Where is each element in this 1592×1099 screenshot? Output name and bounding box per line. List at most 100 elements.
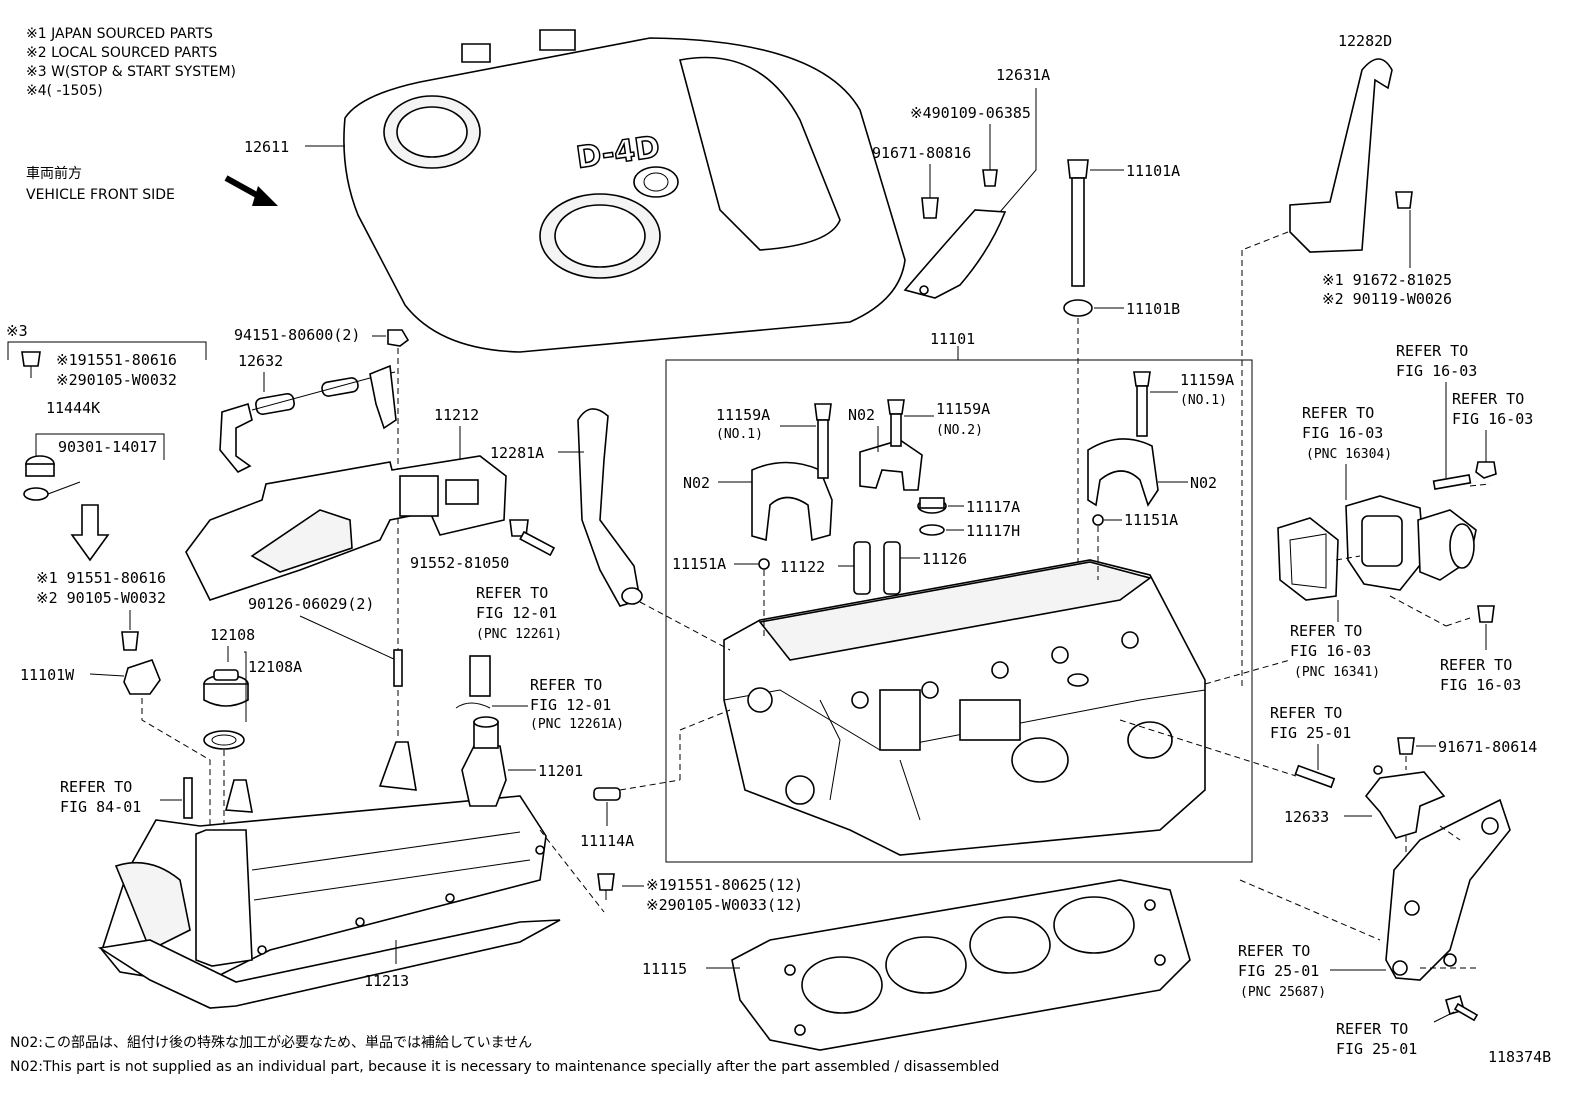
bolt-icon	[121, 631, 139, 651]
bolt-icon	[21, 351, 41, 367]
label-11117H: 11117H	[966, 522, 1020, 540]
refer-12261-line3: (PNC 12261)	[476, 627, 562, 642]
pin-11114A	[593, 787, 621, 801]
label-12108: 12108	[210, 626, 255, 644]
bolt-icon	[921, 197, 939, 219]
refer-1603d-line2: FIG 16-03	[1440, 676, 1521, 694]
gasket-16341	[1277, 517, 1339, 601]
label-s3: ※3	[6, 322, 28, 340]
label-11159A-no2-note: (NO.2)	[936, 423, 983, 438]
plug-11444K	[25, 455, 55, 477]
refer-25687-line3: (PNC 25687)	[1240, 985, 1326, 1000]
label-91551-80616: ※1 91551-80616	[36, 569, 166, 587]
label-12633: 12633	[1284, 808, 1329, 826]
pin-11151A-right	[1092, 514, 1104, 526]
label-94151-80600: 94151-80600(2)	[234, 326, 360, 344]
label-91672: ※1 91672-81025	[1322, 271, 1452, 289]
head-cover-gasket-11213	[97, 919, 561, 1009]
label-91671-80614: 91671-80614	[1438, 738, 1537, 756]
water-outlet-housing	[1345, 495, 1477, 591]
bolt-icon	[982, 169, 998, 187]
refer-2501a-line1: REFER TO	[1270, 704, 1342, 722]
seal-11117A	[917, 497, 947, 514]
bolt-icon	[1397, 737, 1415, 755]
head-gasket-11115	[731, 879, 1191, 1051]
refer-1603b-line2: FIG 16-03	[1452, 410, 1533, 428]
stud-90126	[393, 649, 403, 687]
sensor-11101W	[123, 659, 161, 695]
label-N02-3: N02	[1190, 474, 1217, 492]
down-arrow-icon	[70, 504, 110, 562]
baffle-plate-11212	[185, 455, 507, 601]
label-91671-80816: 91671-80816	[872, 144, 971, 162]
cylinder-head-assembly-box	[665, 359, 1253, 863]
refer-8401-line2: FIG 84-01	[60, 798, 141, 816]
nut-icon	[1475, 461, 1497, 479]
label-4-90109: ※490109-06385	[910, 104, 1031, 122]
label-11159A-no1: 11159A	[716, 406, 770, 424]
refer-16304-line2: FIG 16-03	[1302, 424, 1383, 442]
label-N02-2: N02	[848, 406, 875, 424]
bearing-cap-left	[751, 461, 833, 542]
bolt-icon	[597, 873, 615, 891]
label-11159A-no1-right: 11159A	[1180, 371, 1234, 389]
label-191551-80625: ※191551-80625(12)	[646, 876, 803, 894]
head-bolt-11101A	[1067, 159, 1089, 287]
label-90105-W0032: ※2 90105-W0032	[36, 589, 166, 607]
legend-line-1: ※1 JAPAN SOURCED PARTS	[26, 26, 213, 42]
label-11122: 11122	[780, 558, 825, 576]
seal-11117H	[919, 524, 945, 536]
refer-12261A-line3: (PNC 12261A)	[530, 717, 624, 732]
label-11151A-right: 11151A	[1124, 511, 1178, 529]
engine-cover-12611: D-4D	[343, 29, 906, 353]
pcv-hose	[469, 655, 491, 697]
label-12281A: 12281A	[490, 444, 544, 462]
toyota-logo-icon	[633, 166, 679, 198]
refer-8401-line1: REFER TO	[60, 778, 132, 796]
label-11159A-no1-right-note: (NO.1)	[1180, 393, 1227, 408]
refer-25687-line1: REFER TO	[1238, 942, 1310, 960]
refer-12261A-line2: FIG 12-01	[530, 696, 611, 714]
legend-line-2: ※2 LOCAL SOURCED PARTS	[26, 45, 217, 61]
pin-11151A-left	[758, 558, 770, 570]
label-11101: 11101	[930, 330, 975, 348]
label-11115: 11115	[642, 960, 687, 978]
footnote-jp: N02:この部品は、組付け後の特殊な加工が必要なため、単品では補給していません	[10, 1035, 532, 1051]
valve-guide-11126	[883, 541, 901, 595]
bearing-cap-right	[1087, 438, 1159, 507]
engine-hanger-12282D	[1289, 58, 1393, 253]
refer-16304-line3: (PNC 16304)	[1306, 447, 1392, 462]
refer-1603d-line1: REFER TO	[1440, 656, 1512, 674]
refer-16341-line3: (PNC 16341)	[1294, 665, 1380, 680]
refer-25687-line2: FIG 25-01	[1238, 962, 1319, 980]
label-11101A: 11101A	[1126, 162, 1180, 180]
label-91552-81050: 91552-81050	[410, 554, 509, 572]
stud-84-01	[183, 777, 193, 819]
label-12108A: 12108A	[248, 658, 302, 676]
label-11159A-no2: 11159A	[936, 400, 990, 418]
refer-2501c-line1: REFER TO	[1336, 1020, 1408, 1038]
o-ring-90301	[23, 487, 49, 501]
washer-11101B	[1063, 299, 1093, 317]
oil-cap-12108	[203, 669, 249, 707]
label-11101W: 11101W	[20, 666, 75, 684]
gasket-12108A	[203, 730, 245, 750]
arrow-icon	[224, 175, 278, 206]
refer-16341-line2: FIG 16-03	[1290, 642, 1371, 660]
nut-icon	[387, 329, 410, 347]
refer-1603a-line1: REFER TO	[1396, 342, 1468, 360]
label-11213: 11213	[364, 972, 409, 990]
label-11126: 11126	[922, 550, 967, 568]
label-11117A: 11117A	[966, 498, 1020, 516]
legend: ※1 JAPAN SOURCED PARTS ※2 LOCAL SOURCED …	[26, 26, 236, 99]
footnote-en: N02:This part is not supplied as an indi…	[10, 1059, 999, 1075]
label-11151A-left: 11151A	[672, 555, 726, 573]
label-11114A: 11114A	[580, 832, 634, 850]
legend-line-4: ※4( -1505)	[26, 83, 103, 99]
refer-12261A-line1: REFER TO	[530, 676, 602, 694]
refer-12261-line1: REFER TO	[476, 584, 548, 602]
label-N02-1: N02	[683, 474, 710, 492]
label-90126-06029: 90126-06029(2)	[248, 595, 374, 613]
cylinder-head-11101	[723, 559, 1206, 856]
refer-1603a-line2: FIG 16-03	[1396, 362, 1477, 380]
